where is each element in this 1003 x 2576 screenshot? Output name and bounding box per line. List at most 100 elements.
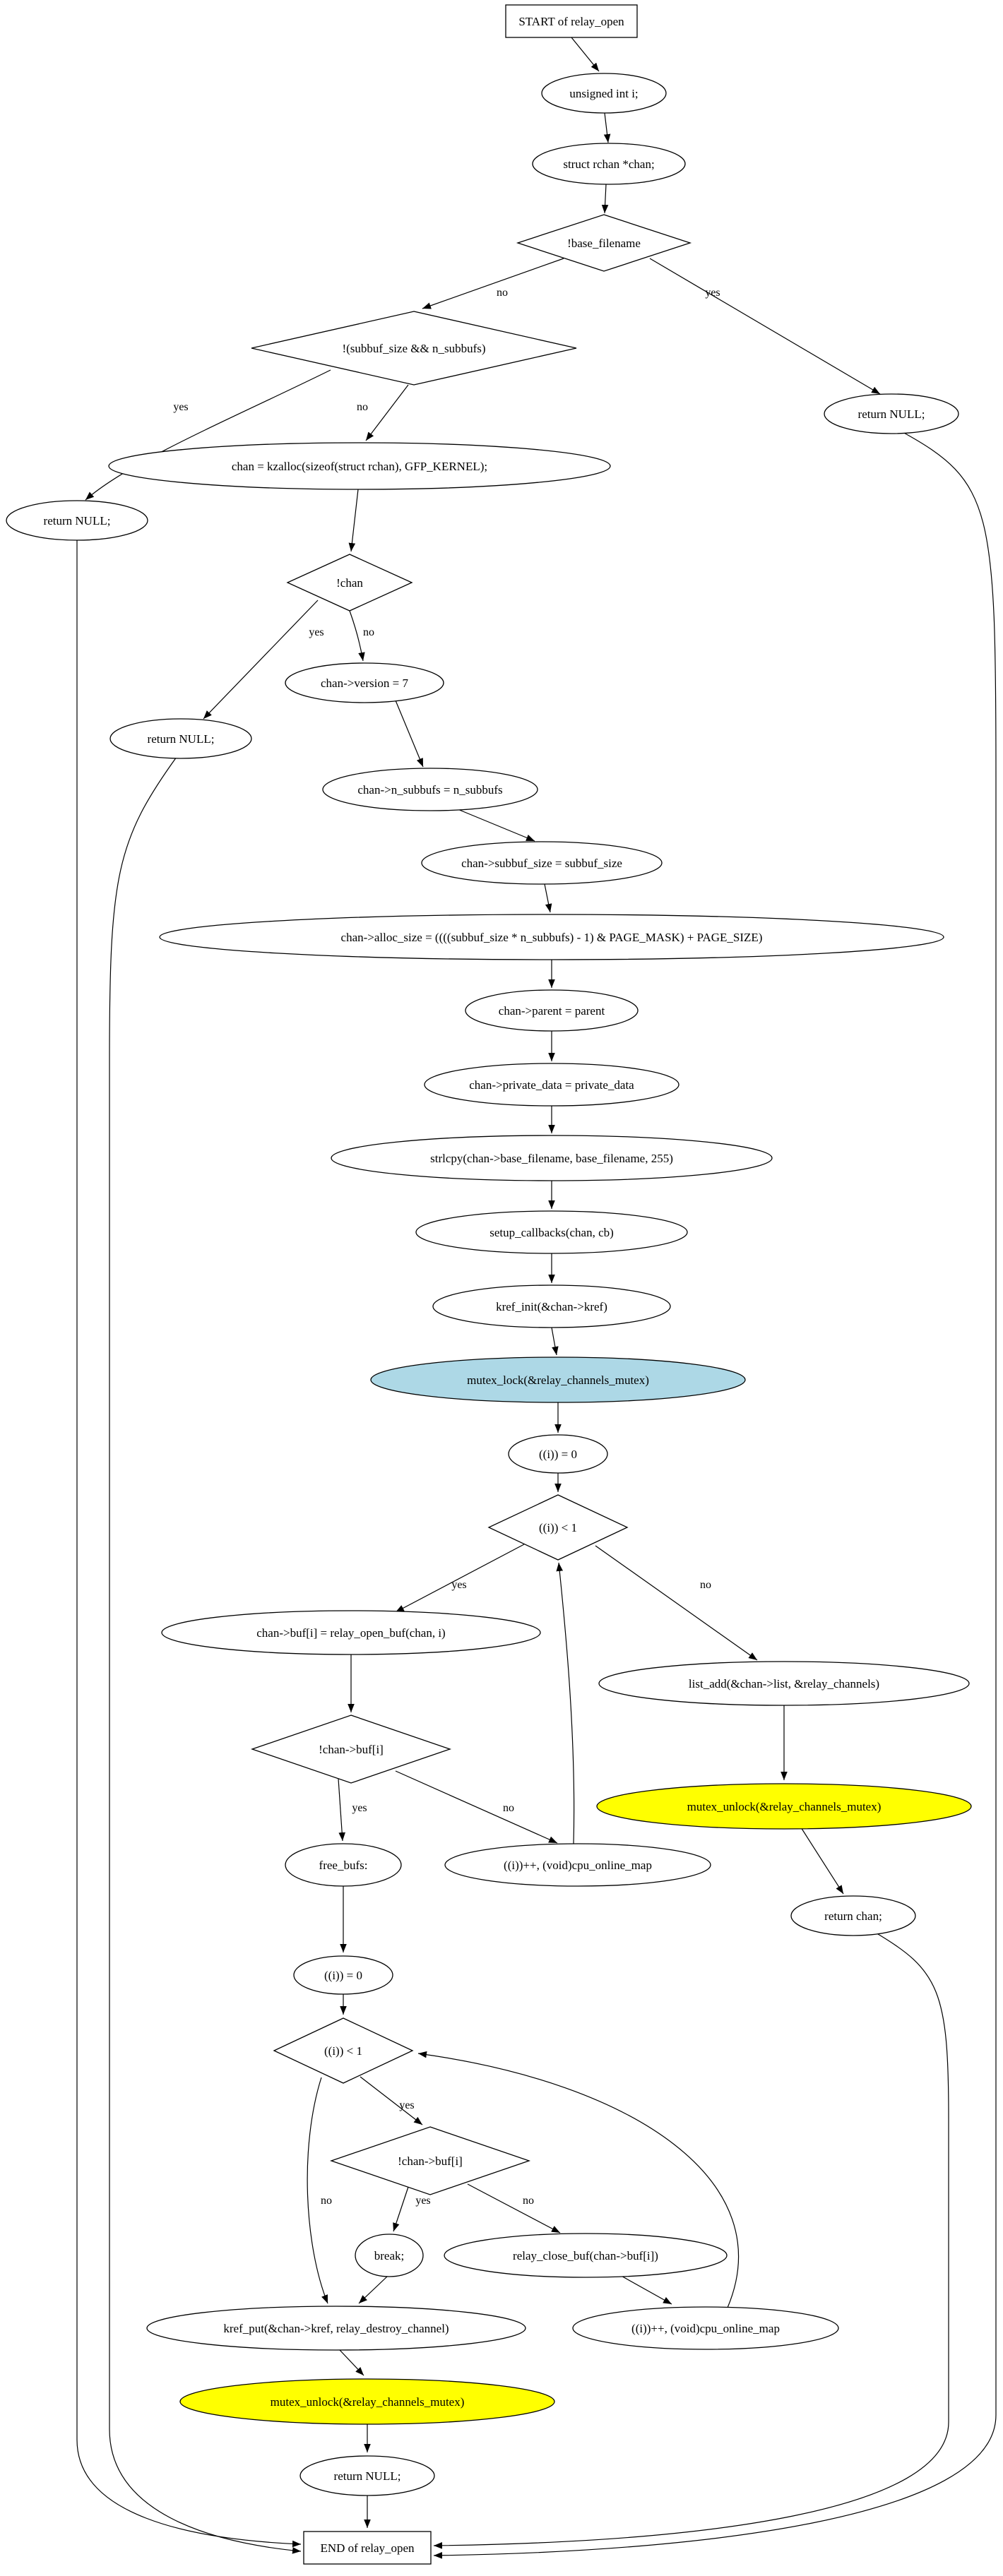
node-n-subbufs: chan->n_subbufs = n_subbufs (322, 768, 538, 811)
parent-label: chan->parent = parent (499, 1004, 605, 1018)
end-box (303, 2531, 432, 2565)
edge-label-subbuf-yes: yes (173, 401, 188, 413)
node-alloc-size: chan->alloc_size = ((((subbuf_size * n_s… (159, 914, 944, 960)
nodes-layer: START of relay_open unsigned int i; stru… (6, 4, 972, 2565)
node-return-null-left: return NULL; (6, 500, 148, 541)
edge-kref_put-mutex_unlock_left (339, 2349, 364, 2376)
edge-n_subbufs-subbuf_size (457, 809, 535, 842)
cond-base-filename-label: !base_filename (567, 237, 641, 250)
free-bufs-label: free_bufs: (319, 1859, 368, 1872)
list-add-shape (598, 1661, 970, 1706)
edge-labels-layer: no yes yes no yes no yes no yes no yes n… (173, 287, 720, 2207)
kref-init-label: kref_init(&chan->kref) (496, 1300, 607, 1313)
mutex-lock-label: mutex_lock(&relay_channels_mutex) (467, 1373, 649, 1387)
edge-label-buf-b-yes: yes (415, 2195, 430, 2207)
node-setup-callbacks: setup_callbacks(chan, cb) (415, 1210, 688, 1254)
node-cond-buf-a: !chan->buf[i] (250, 1715, 452, 1784)
edge-cond_i_a-list_add (595, 1545, 758, 1661)
edge-return_null_right-end (433, 431, 997, 2559)
decl-i-shape (541, 73, 667, 114)
cond-i-b-label: ((i)) < 1 (324, 2044, 362, 2058)
cond-chan-shape (286, 554, 413, 612)
edge-cond_subbuf-kzalloc (365, 384, 409, 441)
decl-chan-shape (532, 143, 686, 185)
cond-i-a-shape (487, 1494, 629, 1561)
edge-cond_subbuf-return_null_left (85, 369, 331, 501)
edge-kref_init-mutex_lock (551, 1327, 559, 1356)
break-label: break; (374, 2249, 404, 2262)
n-subbufs-label: chan->n_subbufs = n_subbufs (357, 783, 502, 797)
edge-cond_buf_a-inc_a (395, 1770, 558, 1844)
edge-label-subbuf-no: no (357, 401, 368, 413)
edge-return_chan-end (433, 1931, 949, 2549)
node-end: END of relay_open (303, 2531, 432, 2565)
edge-mutex_unlock_right-return_chan (800, 1827, 844, 1895)
edge-cond_i_b-kref_put (307, 2077, 328, 2304)
node-private-data: chan->private_data = private_data (424, 1063, 679, 1107)
node-open-buf: chan->buf[i] = relay_open_buf(chan, i) (161, 1610, 541, 1655)
node-i-zero-a: ((i)) = 0 (508, 1434, 608, 1474)
setup-callbacks-label: setup_callbacks(chan, cb) (489, 1226, 614, 1239)
decl-i-label: unsigned int i; (569, 87, 638, 100)
open-buf-label: chan->buf[i] = relay_open_buf(chan, i) (256, 1626, 445, 1640)
edge-label-chan-no: no (363, 626, 374, 638)
return-null-right-label: return NULL; (858, 407, 925, 421)
node-parent: chan->parent = parent (465, 989, 639, 1032)
subbuf-size-shape (421, 841, 663, 885)
mutex-unlock-left-label: mutex_unlock(&relay_channels_mutex) (271, 2395, 465, 2409)
i-zero-b-label: ((i)) = 0 (324, 1969, 362, 1982)
node-return-chan: return chan; (790, 1895, 916, 1936)
decl-chan-label: struct rchan *chan; (563, 157, 654, 171)
edge-cond_base-cond_subbuf (422, 258, 564, 309)
edge-label-buf-a-yes: yes (352, 1802, 367, 1814)
node-subbuf-size: chan->subbuf_size = subbuf_size (421, 841, 663, 885)
edge-cond_buf_b-close_buf (467, 2183, 561, 2234)
i-zero-b-shape (293, 1955, 393, 1995)
start-label: START of relay_open (518, 15, 624, 28)
node-mutex-lock: mutex_lock(&relay_channels_mutex) (370, 1356, 746, 1403)
cond-buf-b-label: !chan->buf[i] (398, 2154, 463, 2168)
edges-layer (76, 37, 997, 2559)
node-decl-i: unsigned int i; (541, 73, 667, 114)
node-list-add: list_add(&chan->list, &relay_channels) (598, 1661, 970, 1706)
strlcpy-label: strlcpy(chan->base_filename, base_filena… (430, 1152, 673, 1165)
close-buf-shape (444, 2233, 728, 2278)
edge-return_null_left-end (76, 540, 302, 2548)
edge-label-loop-a-no: no (700, 1579, 711, 1591)
i-zero-a-label: ((i)) = 0 (539, 1448, 577, 1461)
edge-cond_buf_a-free_bufs (338, 1778, 345, 1842)
node-decl-chan: struct rchan *chan; (532, 143, 686, 185)
alloc-size-label: chan->alloc_size = ((((subbuf_size * n_s… (341, 931, 763, 944)
version-label: chan->version = 7 (321, 676, 408, 690)
edge-label-loop-b-yes: yes (399, 2099, 414, 2111)
mutex-lock-shape (370, 1356, 746, 1403)
node-mutex-unlock-left: mutex_unlock(&relay_channels_mutex) (179, 2378, 555, 2425)
node-kref-init: kref_init(&chan->kref) (432, 1284, 671, 1328)
strlcpy-shape (331, 1135, 773, 1181)
node-kref-put: kref_put(&chan->kref, relay_destroy_chan… (146, 2306, 526, 2351)
subbuf-size-label: chan->subbuf_size = subbuf_size (461, 857, 622, 870)
cond-buf-b-shape (329, 2126, 531, 2195)
node-start: START of relay_open (505, 4, 638, 38)
edge-label-chan-yes: yes (309, 626, 324, 638)
edge-label-loop-b-no: no (321, 2195, 332, 2207)
edge-version-n_subbufs (395, 700, 424, 768)
cond-i-a-label: ((i)) < 1 (539, 1521, 577, 1534)
edge-cond_i_a-open_buf (395, 1544, 525, 1613)
node-i-zero-b: ((i)) = 0 (293, 1955, 393, 1995)
alloc-size-shape (159, 914, 944, 960)
cond-buf-a-shape (250, 1715, 452, 1784)
node-break: break; (355, 2234, 424, 2277)
return-null-left-label: return NULL; (44, 514, 111, 527)
start-box (505, 4, 638, 38)
mutex-unlock-left-shape (179, 2378, 555, 2425)
edge-return_null_chan-end (109, 756, 302, 2554)
kref-put-shape (146, 2306, 526, 2351)
node-cond-i-a: ((i)) < 1 (487, 1494, 629, 1561)
edge-cond_base-return_null_right (649, 258, 881, 395)
cond-subbuf-shape (251, 311, 577, 386)
edge-label-loop-a-yes: yes (451, 1579, 466, 1591)
node-cond-buf-b: !chan->buf[i] (329, 2126, 531, 2195)
edge-decl_chan-cond_base (601, 184, 609, 214)
